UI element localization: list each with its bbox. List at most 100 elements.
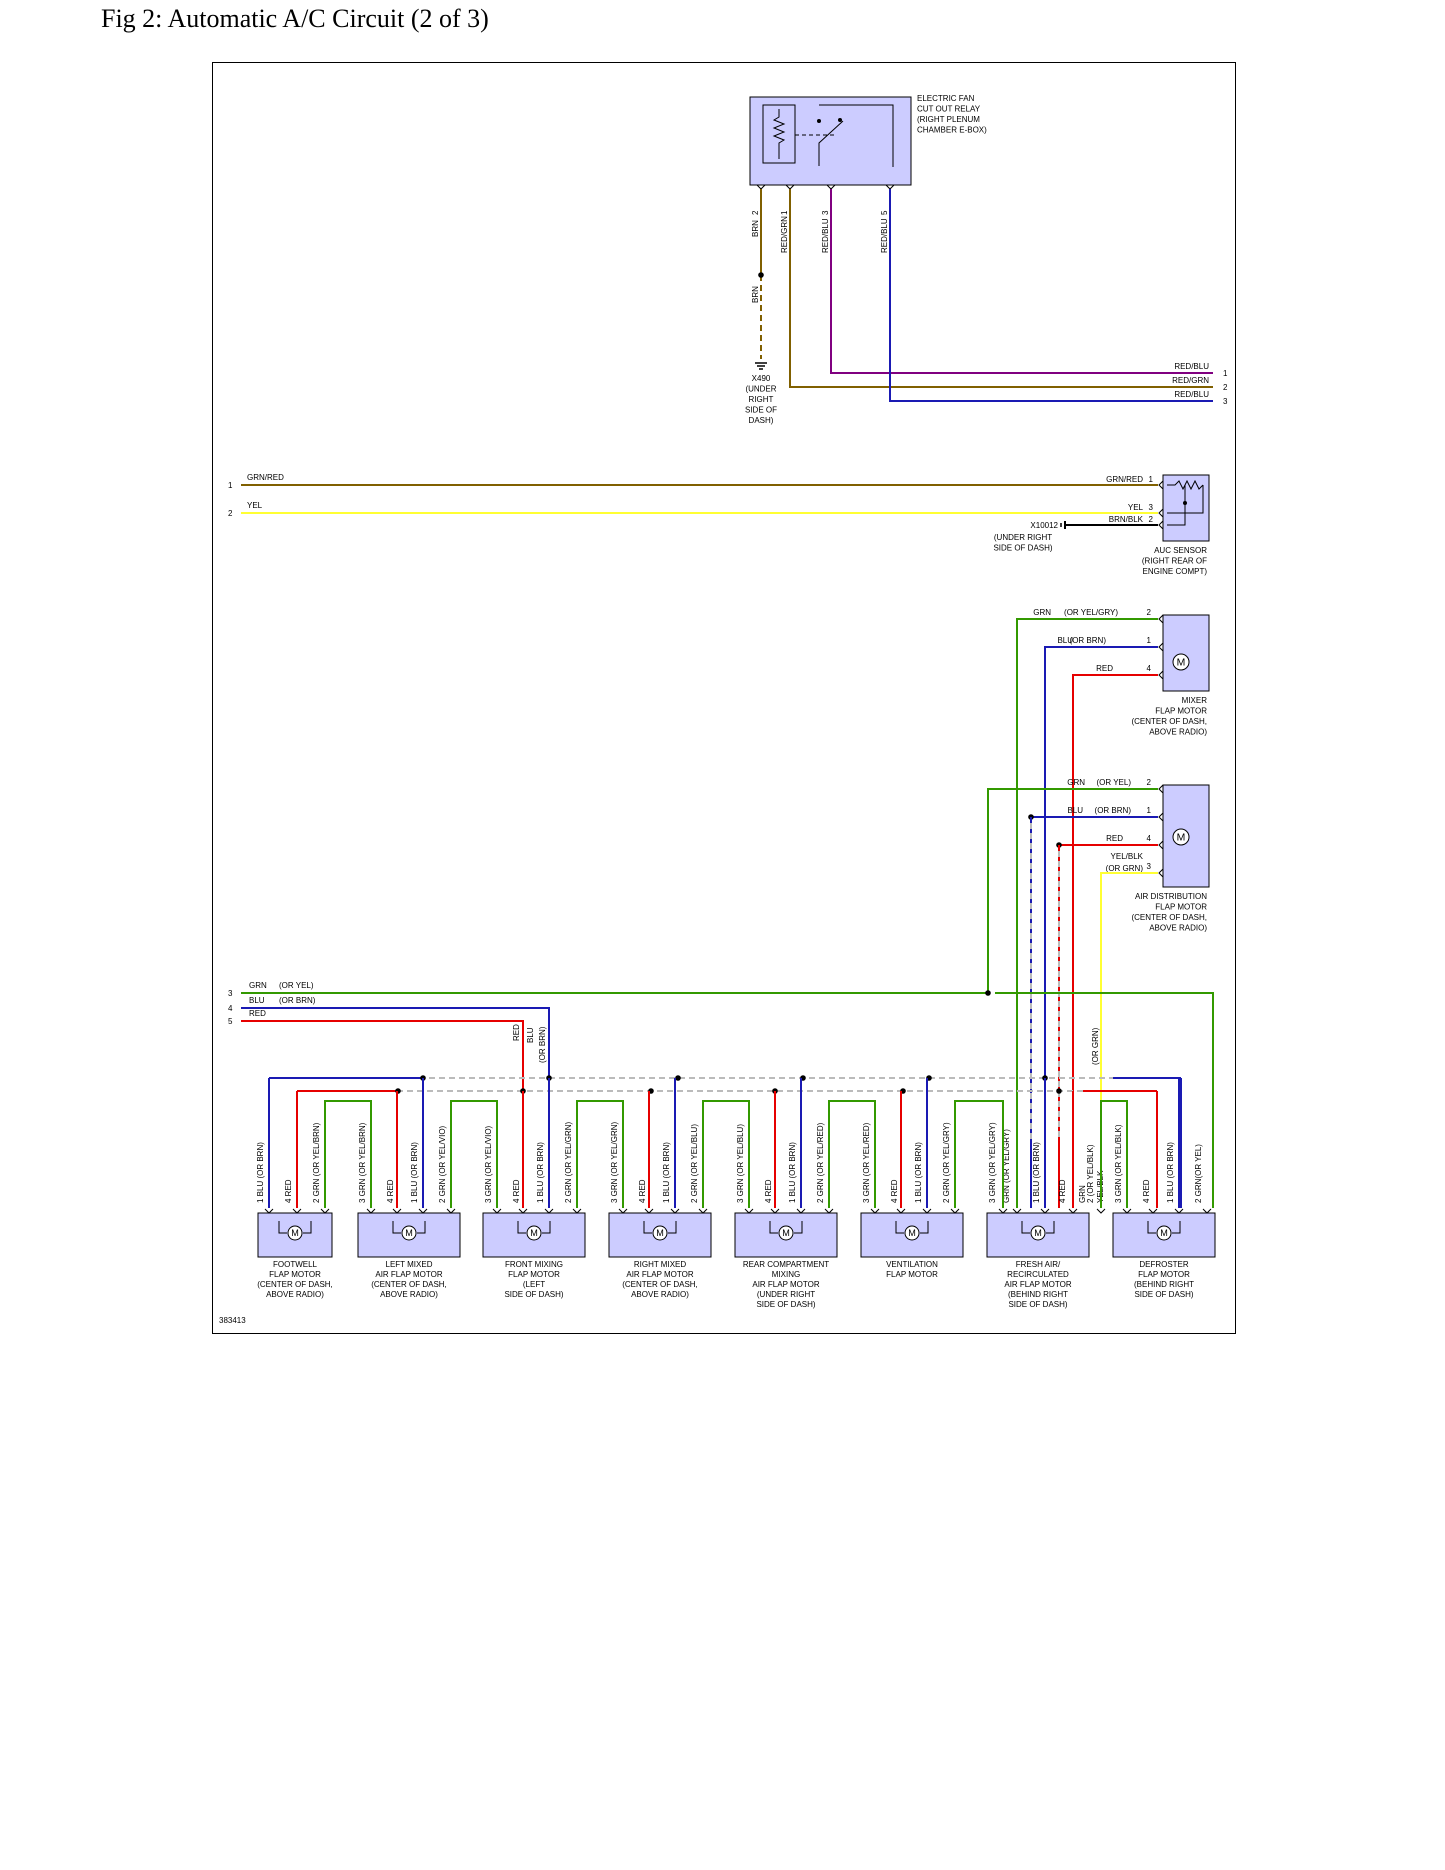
mixer-pin-wire: RED bbox=[1096, 664, 1113, 673]
auc-pin-wire: BRN/BLK bbox=[1109, 515, 1144, 524]
relay-label: CUT OUT RELAY bbox=[917, 105, 981, 114]
terminal-arrow bbox=[1158, 614, 1164, 624]
air-dist-motor-label: ABOVE RADIO) bbox=[1149, 924, 1207, 933]
air-dist-pin-number: 1 bbox=[1147, 806, 1152, 815]
splice-dot bbox=[675, 1075, 681, 1081]
wire-label: RED bbox=[249, 1009, 266, 1018]
motor-trace bbox=[668, 1221, 677, 1234]
flap-motor-label: (LEFT bbox=[523, 1280, 545, 1289]
flap-motor-label: AIR FLAP MOTOR bbox=[1004, 1280, 1071, 1289]
flap-motor-pin-label: 2 GRN (OR YEL/VIO) bbox=[438, 1125, 447, 1203]
terminal-arrow bbox=[1158, 812, 1164, 822]
ground-x490-label: (UNDER bbox=[745, 385, 776, 394]
motor-symbol: M bbox=[530, 1228, 538, 1238]
flap-motor-pin-label: 1 BLU (OR BRN) bbox=[1166, 1142, 1175, 1203]
motor-trace bbox=[769, 1221, 778, 1234]
air-dist-pin-number: 2 bbox=[1147, 778, 1152, 787]
right-connector-pin: 2 bbox=[1223, 383, 1228, 392]
flap-motor-label: FLAP MOTOR bbox=[508, 1270, 560, 1279]
auc-pin-number: 2 bbox=[1149, 515, 1154, 524]
terminal-arrow bbox=[264, 1208, 274, 1214]
splice-dot bbox=[1056, 1088, 1062, 1094]
flap-motor-label: SIDE OF DASH) bbox=[756, 1300, 815, 1309]
terminal-arrow bbox=[292, 1208, 302, 1214]
figure-title: Fig 2: Automatic A/C Circuit (2 of 3) bbox=[101, 4, 489, 33]
auc-pin-number: 1 bbox=[1149, 475, 1154, 484]
terminal-arrow bbox=[1202, 1208, 1212, 1214]
terminal-arrow bbox=[756, 184, 766, 190]
flap-motor-pin-label: 4 RED bbox=[1058, 1179, 1067, 1203]
mixer-motor-label: (CENTER OF DASH, bbox=[1131, 717, 1207, 726]
wire-red bbox=[1072, 674, 1158, 1208]
air-dist-pin-wire: GRN bbox=[1067, 778, 1085, 787]
flap-motor-label: SIDE OF DASH) bbox=[1134, 1290, 1193, 1299]
motor-trace bbox=[278, 1221, 287, 1234]
bus-drop-label: (OR GRN) bbox=[1091, 1027, 1100, 1065]
terminal-arrow bbox=[518, 1208, 528, 1214]
flap-motor-pin-label: 3 GRN (OR YEL/BRN) bbox=[358, 1122, 367, 1203]
air-dist-pin-wire: YEL/BLK bbox=[1111, 852, 1144, 861]
sensor-point bbox=[1183, 501, 1187, 505]
motor-icon bbox=[287, 1225, 303, 1241]
motor-trace bbox=[643, 1221, 652, 1234]
relay-pin-number: 2 bbox=[751, 210, 760, 215]
terminal-arrow bbox=[618, 1208, 628, 1214]
wire-red bbox=[241, 1020, 524, 1091]
sensor-resistor bbox=[1167, 479, 1204, 491]
terminal-arrow bbox=[1158, 480, 1164, 490]
air-dist-pin-alt: (OR BRN) bbox=[1095, 806, 1132, 815]
auc-pin-number: 3 bbox=[1149, 503, 1154, 512]
motor-trace bbox=[1147, 1221, 1156, 1234]
terminal-arrow bbox=[824, 1208, 834, 1214]
ground-x490-icon bbox=[755, 362, 767, 370]
sensor-trace bbox=[1167, 485, 1186, 526]
flap-motor-pin-label: 1 BLU (OR BRN) bbox=[256, 1142, 265, 1203]
flap-motor-label: RECIRCULATED bbox=[1007, 1270, 1069, 1279]
mixer-pin-alt: (OR BRN) bbox=[1070, 636, 1107, 645]
terminal-arrow bbox=[1158, 670, 1164, 680]
flap-motor-label: VENTILATION bbox=[886, 1260, 938, 1269]
air-dist-pin-alt: (OR GRN) bbox=[1106, 864, 1144, 873]
wire-grn-link bbox=[828, 1100, 876, 1208]
terminal-arrow bbox=[826, 184, 836, 190]
wire-grn bbox=[987, 788, 1158, 993]
right-connector-pin: 1 bbox=[1223, 369, 1228, 378]
flap-motor-pin-label: 3 GRN (OR YEL/VIO) bbox=[484, 1125, 493, 1203]
motor-icon bbox=[401, 1225, 417, 1241]
sensor-trace bbox=[1167, 485, 1204, 514]
terminal-arrow bbox=[744, 1208, 754, 1214]
splice-dot bbox=[985, 990, 991, 996]
flap-motor-box bbox=[734, 1212, 838, 1258]
motor-symbol: M bbox=[1177, 658, 1186, 669]
air-dist-motor-box bbox=[1162, 784, 1210, 888]
motor-icon bbox=[904, 1225, 920, 1241]
flap-motor-pin-label: 1 BLU (OR BRN) bbox=[1032, 1142, 1041, 1203]
mixer-pin-wire: BLU bbox=[1057, 636, 1073, 645]
flap-motor-label: REAR COMPARTMENT bbox=[743, 1260, 829, 1269]
flap-motor-pin-label: 3 GRN (OR YEL/GRN) bbox=[610, 1121, 619, 1203]
flap-motor-label: SIDE OF DASH) bbox=[1008, 1300, 1067, 1309]
wire-label: BLU bbox=[249, 996, 265, 1005]
terminal-arrow bbox=[644, 1208, 654, 1214]
auc-sensor-icon bbox=[1167, 479, 1204, 526]
motor-trace bbox=[920, 1221, 929, 1234]
terminal-arrow bbox=[698, 1208, 708, 1214]
relay-box bbox=[749, 96, 912, 186]
terminal-arrow bbox=[796, 1208, 806, 1214]
auc-pin-wire: GRN/RED bbox=[1106, 475, 1143, 484]
relay-contact bbox=[819, 104, 894, 167]
mixer-pin-number: 1 bbox=[1147, 636, 1152, 645]
motor-symbol: M bbox=[656, 1228, 664, 1238]
flap-motor-label: MIXING bbox=[772, 1270, 800, 1279]
ground-x490-label: X490 bbox=[752, 374, 771, 383]
right-connector-wire: RED/BLU bbox=[1174, 362, 1209, 371]
relay-pin-wire: BRN bbox=[751, 220, 760, 237]
wire-label: GRN/RED bbox=[247, 473, 284, 482]
motor-icon bbox=[1172, 828, 1190, 846]
wire-grn-link bbox=[324, 1100, 372, 1208]
flap-motor-label: (BEHIND RIGHT bbox=[1134, 1280, 1194, 1289]
right-connector-pin: 3 bbox=[1223, 397, 1228, 406]
flap-motor-pin-label: GRN (OR YEL/GRY) bbox=[1002, 1129, 1011, 1203]
left-connector-pin: 2 bbox=[228, 509, 233, 518]
